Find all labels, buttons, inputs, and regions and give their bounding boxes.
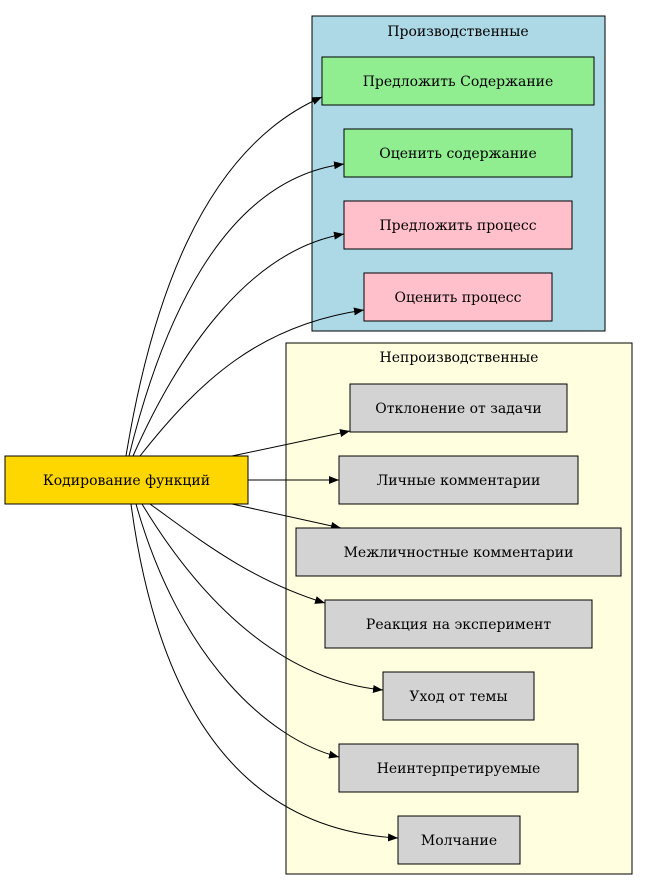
- node-propose-process[interactable]: Предложить процесс: [343, 200, 573, 250]
- node-evaluate-process[interactable]: Оценить процесс: [363, 272, 553, 322]
- node-box: [338, 455, 579, 505]
- node-label: Уход от темы: [409, 689, 507, 705]
- cluster-productive-label: Производственные: [387, 24, 528, 40]
- node-box: [324, 599, 593, 649]
- node-experiment-reaction[interactable]: Реакция на эксперимент: [324, 599, 593, 649]
- edge-to-interpersonal-comments: [231, 503, 342, 530]
- node-label: Предложить Содержание: [363, 74, 554, 90]
- node-box: [382, 671, 535, 721]
- node-label: Отклонение от задачи: [375, 401, 541, 417]
- node-box: [295, 527, 622, 577]
- node-box: [338, 743, 579, 793]
- edge-to-experiment-reaction: [149, 503, 326, 604]
- node-box: [363, 272, 553, 322]
- node-box: [343, 200, 573, 250]
- node-function-coding-box: [4, 455, 249, 505]
- node-label: Неинтерпретируемые: [377, 761, 541, 777]
- node-label: Межличностные комментарии: [344, 545, 574, 561]
- node-label: Молчание: [421, 833, 497, 849]
- edge-to-uninterpretable: [135, 503, 340, 759]
- edge-to-task-deviation: [231, 429, 351, 457]
- node-silence[interactable]: Молчание: [397, 815, 521, 865]
- edge-to-propose-content: [125, 96, 323, 457]
- node-label: Оценить содержание: [379, 146, 537, 162]
- edges: [125, 96, 399, 842]
- node-box: [397, 815, 521, 865]
- node-box: [349, 383, 568, 433]
- node-interpersonal-comments[interactable]: Межличностные комментарии: [295, 527, 622, 577]
- node-label: Предложить процесс: [379, 218, 536, 234]
- edge-to-propose-process: [132, 231, 345, 457]
- node-label: Оценить процесс: [395, 290, 522, 306]
- edge-to-topic-departure: [141, 503, 384, 694]
- edge-to-evaluate-process: [139, 307, 365, 457]
- node-task-deviation[interactable]: Отклонение от задачи: [349, 383, 568, 433]
- cluster-nonproductive-label: Непроизводственные: [380, 350, 539, 366]
- node-label: Реакция на эксперимент: [366, 617, 551, 633]
- edge-to-evaluate-content: [128, 161, 345, 457]
- node-function-coding[interactable]: Кодирование функций: [4, 455, 249, 505]
- node-box: [321, 56, 595, 106]
- node-propose-content[interactable]: Предложить Содержание: [321, 56, 595, 106]
- node-personal-comments[interactable]: Личные комментарии: [338, 455, 579, 505]
- node-uninterpretable[interactable]: Неинтерпретируемые: [338, 743, 579, 793]
- edge-to-silence: [130, 503, 399, 842]
- node-box: [343, 128, 573, 178]
- node-label: Личные комментарии: [377, 473, 541, 489]
- node-evaluate-content[interactable]: Оценить содержание: [343, 128, 573, 178]
- node-topic-departure[interactable]: Уход от темы: [382, 671, 535, 721]
- node-function-coding-label: Кодирование функций: [43, 473, 210, 489]
